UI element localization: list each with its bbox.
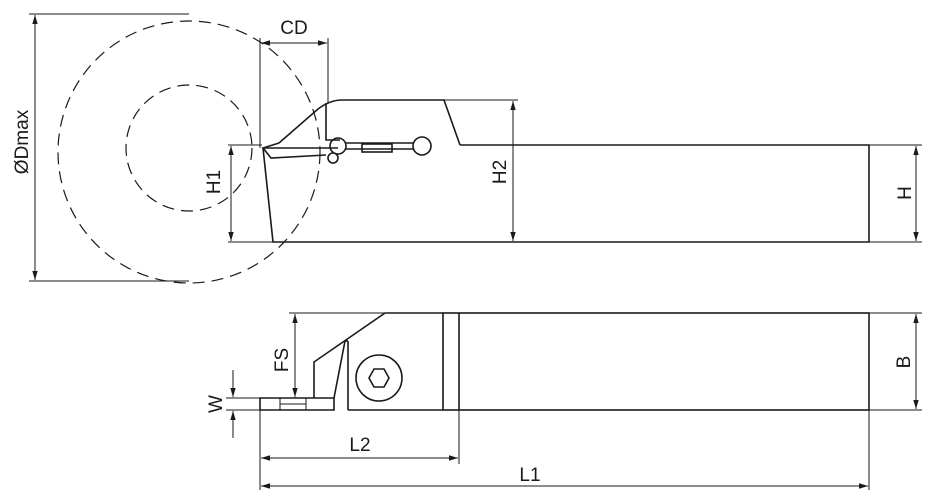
fs-label: FS (272, 348, 293, 372)
side-view: H1 H2 H CD ØDmax (12, 13, 922, 284)
h1-label: H1 (204, 170, 225, 194)
h-label: H (895, 186, 916, 200)
hex-socket-icon (368, 368, 390, 388)
insert-outline (261, 142, 327, 159)
insert-tip (259, 397, 335, 411)
w-label: W (206, 395, 227, 413)
blade-outline (278, 99, 461, 146)
top-view: FS W B L2 L1 (206, 312, 922, 490)
shank-outline (262, 144, 870, 243)
clamp-pin-right (412, 136, 432, 156)
l2-label: L2 (349, 435, 370, 456)
inner-diameter-circle (125, 84, 253, 212)
blade-bevel (333, 340, 346, 399)
clamp-pin-left (329, 137, 347, 155)
l1-label: L1 (519, 465, 540, 486)
max-diameter-circle (57, 20, 321, 284)
clamp-pin-small (327, 152, 339, 164)
cd-label: CD (280, 18, 307, 39)
clamp-bar (346, 142, 413, 150)
screw-head-icon (355, 354, 403, 402)
clamp-screw-slot (361, 143, 393, 153)
shank-top-outline (442, 312, 870, 411)
clamp-slot (325, 103, 340, 141)
b-label: B (894, 356, 915, 369)
dmax-label: ØDmax (12, 109, 33, 174)
h2-label: H2 (490, 160, 511, 184)
